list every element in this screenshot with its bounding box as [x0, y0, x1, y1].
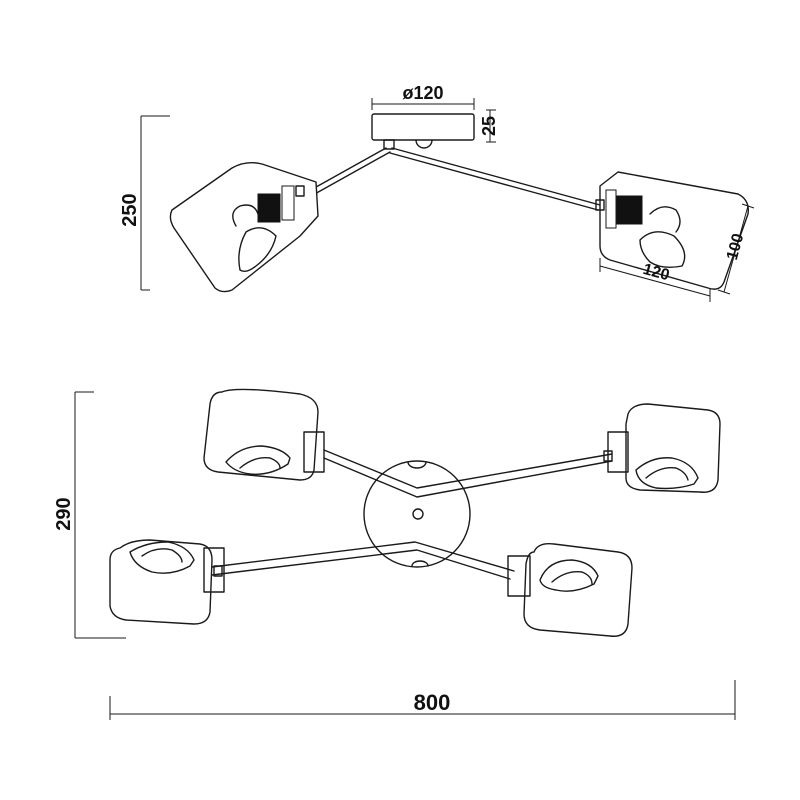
dim-side-height: 250	[119, 115, 170, 291]
top-center-screw	[412, 508, 424, 520]
top-base-plate	[363, 460, 471, 568]
dim-side-height-label: 250	[119, 193, 141, 226]
dim-overall-width: 800	[109, 680, 736, 720]
dim-canopy-height: 25	[479, 109, 499, 143]
top-shade-top-left	[203, 388, 325, 481]
side-socket-left	[257, 193, 281, 223]
side-arms	[299, 147, 601, 211]
top-shade-bottom-left	[109, 539, 225, 625]
dim-shade-width: 120	[599, 258, 711, 302]
side-view: ø120 25 250 120 100	[119, 83, 755, 302]
side-shade-right	[595, 171, 749, 290]
side-canopy	[371, 113, 475, 141]
dim-top-depth: 290	[53, 391, 126, 639]
dim-overall-width-label: 800	[414, 690, 451, 715]
side-socket-right	[615, 195, 643, 225]
dim-shade-width-label: 120	[641, 261, 671, 284]
top-arms-upper	[323, 449, 613, 498]
side-canopy-mount	[383, 139, 395, 150]
dim-canopy-diameter-label: ø120	[402, 83, 443, 103]
dim-canopy-diameter: ø120	[371, 83, 475, 110]
dim-canopy-height-label: 25	[479, 116, 499, 136]
dim-top-depth-label: 290	[53, 497, 75, 530]
dim-shade-height: 100	[717, 203, 755, 295]
top-shade-top-right	[607, 403, 721, 493]
top-shade-bottom-right	[507, 542, 633, 637]
top-arms-lower	[211, 541, 515, 580]
side-shade-left	[169, 161, 319, 293]
dim-shade-height-label: 100	[724, 232, 747, 262]
side-canopy-screw	[415, 139, 433, 149]
top-view: 290 800	[53, 388, 736, 720]
